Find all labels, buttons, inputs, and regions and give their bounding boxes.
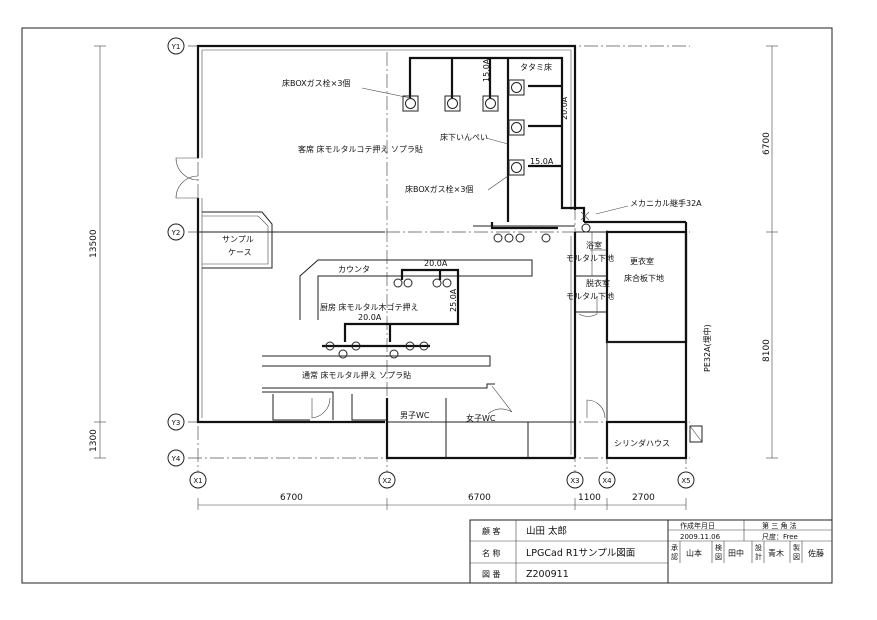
meter-valve [580, 211, 703, 443]
label-changing-2: モルタル下地 [566, 291, 614, 301]
tb-date-label: 作成年月日 [680, 521, 715, 530]
label-sample-case-2: ケース [228, 248, 252, 257]
tb-date-value: 2009.11.06 [680, 533, 721, 541]
grid-label-y2: Y2 [171, 229, 181, 237]
dim-y1-y2: 6700 [762, 132, 772, 155]
label-guest-room: 客席 床モルタルコテ押え ソプラ貼 [298, 144, 423, 154]
dim-y1-y3: 13500 [89, 229, 99, 258]
grid-label-x4: X4 [602, 477, 612, 485]
grid-label-y3: Y3 [171, 419, 181, 427]
dim-y3-y4: 1300 [89, 429, 99, 452]
tb-design-name: 青木 [768, 548, 784, 558]
tb-design-label-2: 計 [755, 552, 762, 561]
label-mens-wc: 男子WC [400, 411, 430, 420]
label-counter: カウンタ [338, 265, 370, 274]
tb-name-value: LPGCad R1サンプル図面 [526, 548, 635, 559]
tb-client-label: 顧 客 [482, 526, 501, 536]
dim-x4-x5: 2700 [632, 493, 655, 503]
leader-lines [361, 87, 629, 215]
pipe-size-4: 20.0A [424, 259, 448, 268]
tb-number-label: 図 番 [482, 569, 501, 579]
label-bath-2: モルタル下地 [566, 253, 614, 263]
pipe-size-5: 25.0A [449, 288, 458, 312]
tb-client-value: 山田 太郎 [526, 525, 567, 537]
gas-piping [322, 56, 688, 430]
pipe-size-6: 20.0A [358, 313, 382, 322]
tb-approve-name: 山本 [686, 548, 702, 558]
pipe-size-3: 15.0A [530, 157, 554, 166]
grid-label-x2: X2 [382, 477, 391, 485]
grid-label-y1: Y1 [171, 43, 181, 51]
tb-check-label-1: 検 [715, 543, 722, 552]
label-locker-1: 更衣室 [630, 256, 654, 266]
grid-bubbles [167, 37, 695, 489]
pipe-size-labels: 15.0A 20.0A 15.0A 20.0A 25.0A 20.0A [358, 58, 569, 322]
dimension-texts: 6700 6700 1100 2700 13500 1300 6700 8100 [89, 132, 772, 503]
label-underfloor-pipe: 床下いんぺい [440, 132, 488, 142]
tb-draw-label-2: 図 [793, 553, 800, 561]
label-bath-1: 浴室 [586, 240, 602, 250]
label-corridor: 通常 床モルタル押え ソプラ貼 [302, 370, 411, 380]
grid-bubble-labels: Y1 Y2 Y3 Y4 X1 X2 X3 X4 X5 [171, 43, 691, 485]
walls [196, 44, 688, 460]
room-labels: 床BOXガス栓×3個 タタミ床 客席 床モルタルコテ押え ソプラ貼 床下いんぺい… [222, 62, 712, 448]
label-floor-box-bottom: 床BOXガス栓×3個 [405, 184, 473, 194]
label-tatami: タタミ床 [520, 62, 552, 72]
dim-x2-x3: 6700 [468, 493, 491, 503]
tb-draw-label-1: 製 [793, 543, 800, 552]
tb-draw-name: 佐藤 [808, 548, 824, 558]
tb-scale-label: 尺度：Free [762, 532, 798, 541]
pipe-size-1: 15.0A [482, 58, 491, 82]
grid-label-y4: Y4 [171, 455, 181, 463]
title-block [469, 519, 833, 584]
tb-design-label-1: 設 [755, 543, 762, 552]
tb-name-label: 名 称 [482, 548, 501, 558]
floor-gas-boxes [402, 79, 525, 176]
grid-label-x1: X1 [193, 477, 202, 485]
label-pe-pipe: PE32A(埋中) [702, 324, 712, 372]
dimension-lines [94, 45, 778, 510]
label-changing-1: 脱衣室 [586, 278, 610, 288]
title-block-texts: 顧 客 山田 太郎 名 称 LPGCad R1サンプル図面 図 番 Z20091… [482, 521, 824, 580]
tb-projection-label: 第 三 角 法 [762, 521, 797, 530]
pipe-size-2: 20.0A [560, 96, 569, 120]
label-cylinder-house: シリンダハウス [614, 438, 670, 448]
tb-check-label-2: 図 [715, 553, 722, 561]
label-womens-wc: 女子WC [466, 413, 496, 423]
grid-label-x3: X3 [570, 477, 579, 485]
label-locker-2: 床合板下地 [624, 273, 664, 283]
label-kitchen: 厨房 床モルタル木ゴテ押え [320, 302, 419, 312]
grid-label-x5: X5 [681, 477, 690, 485]
tb-check-name: 田中 [728, 548, 744, 558]
dim-x1-x2: 6700 [280, 493, 303, 503]
tb-approve-label-1: 承 [671, 543, 678, 552]
dim-x3-x4: 1100 [578, 493, 601, 503]
label-floor-box-top: 床BOXガス栓×3個 [282, 78, 350, 88]
tb-approve-label-2: 認 [671, 552, 678, 561]
sheet-border [21, 27, 833, 584]
dim-y2-y4: 8100 [762, 339, 772, 362]
doors [175, 157, 606, 419]
label-sample-case-1: サンプル [222, 235, 254, 244]
tb-number-value: Z200911 [526, 569, 569, 580]
gas-outlets [325, 223, 591, 359]
label-mechanical-joint: メカニカル継手32A [630, 198, 702, 208]
